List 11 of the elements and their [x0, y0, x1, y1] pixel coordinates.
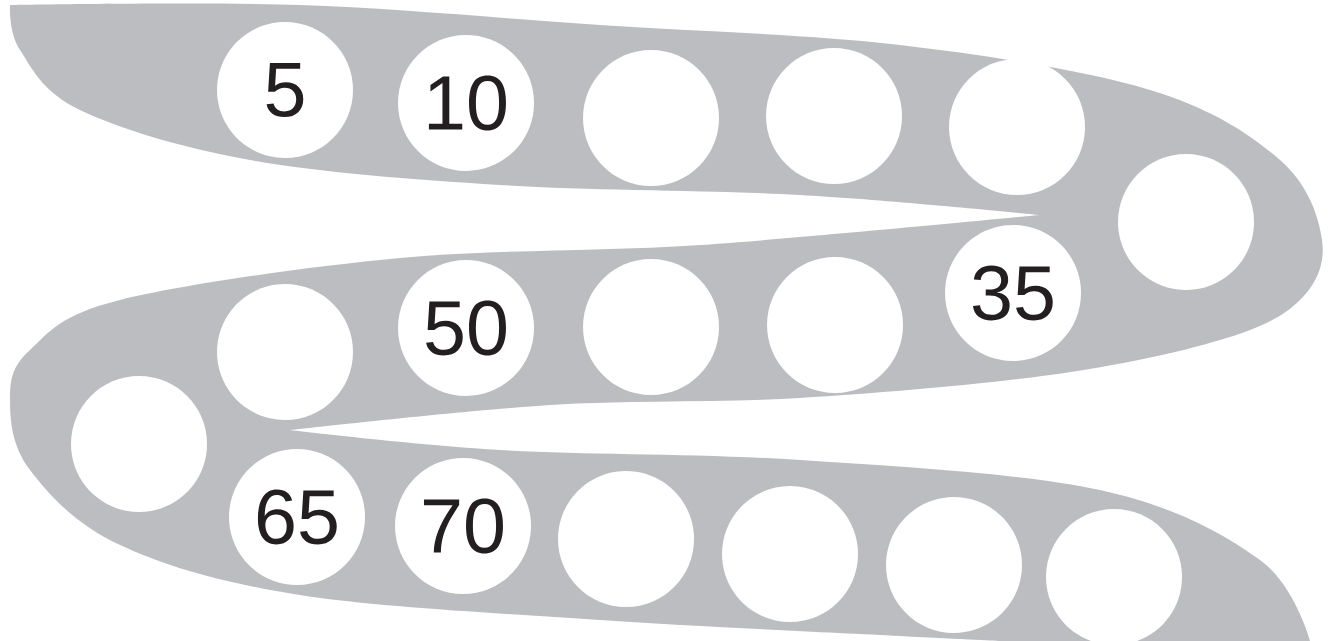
blank-circle [217, 284, 353, 420]
blank-circle [71, 376, 207, 512]
blank-circle [767, 257, 903, 393]
blank-circle [583, 50, 719, 186]
blank-circle [1118, 154, 1255, 290]
blank-circle [766, 48, 902, 184]
blank-circle [583, 259, 719, 395]
blank-circle [886, 497, 1022, 633]
blank-circle [558, 471, 694, 607]
blank-circle [722, 486, 858, 622]
blank-circle [949, 59, 1085, 195]
